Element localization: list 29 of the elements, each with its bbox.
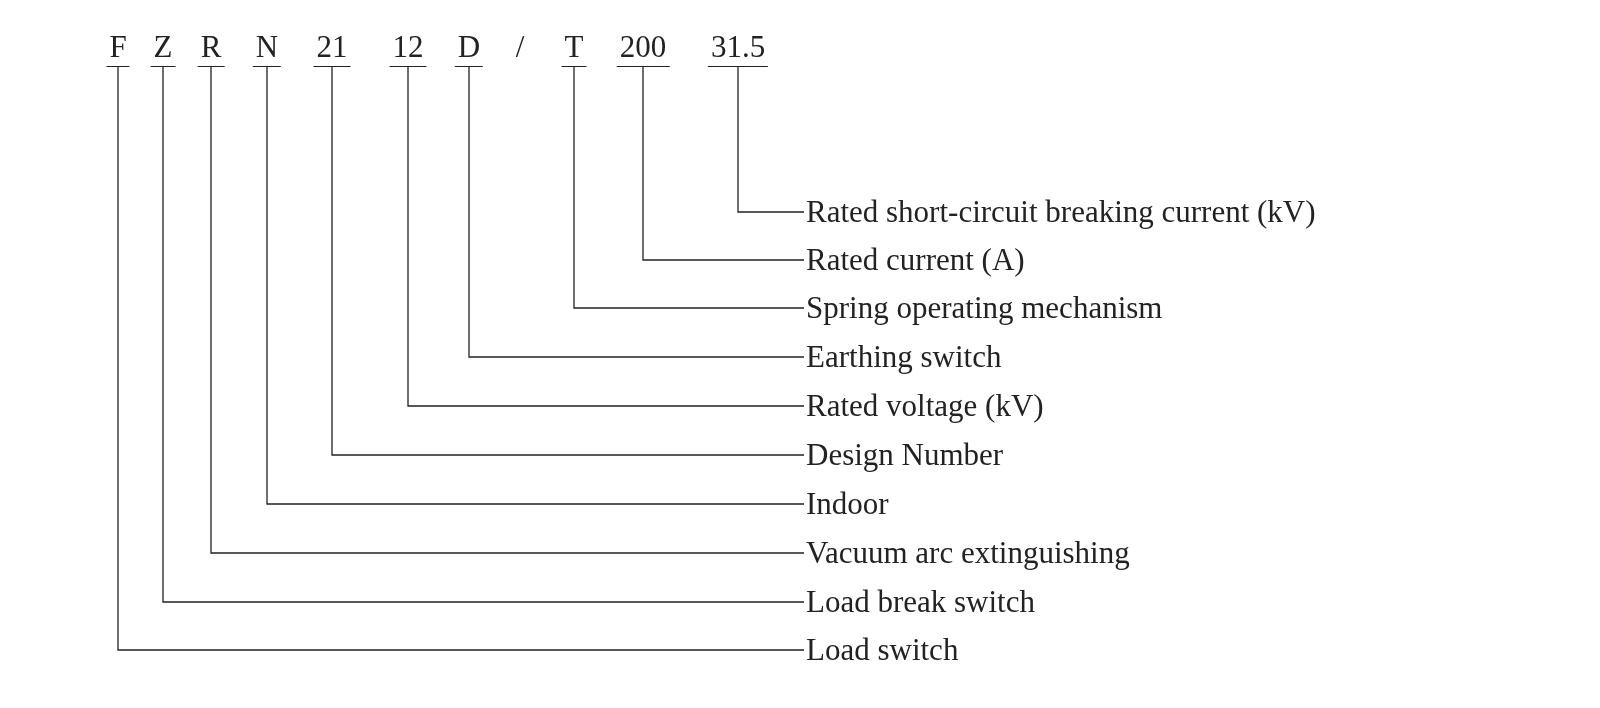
model-code-segment: D (454, 28, 484, 67)
leader-line (573, 66, 805, 309)
leader-line (210, 66, 805, 554)
description-label: Earthing switch (804, 337, 1002, 377)
model-code-segment: T (561, 28, 587, 67)
leader-line (468, 66, 805, 358)
description-label: Indoor (804, 484, 889, 524)
description-label: Design Number (804, 435, 1004, 475)
model-code-segment: 21 (313, 28, 351, 67)
model-code-segment: 200 (616, 28, 670, 67)
description-label: Load switch (804, 630, 959, 670)
leader-line (331, 66, 805, 456)
leader-line (266, 66, 805, 505)
leader-line (737, 66, 805, 213)
model-code-segment: N (252, 28, 282, 67)
description-label: Spring operating mechanism (804, 288, 1163, 328)
description-label: Load break switch (804, 582, 1035, 622)
description-label: Vacuum arc extinguishing (804, 533, 1130, 573)
leader-line (407, 66, 805, 407)
model-code-segment: F (106, 28, 130, 67)
description-label: Rated current (A) (804, 240, 1025, 280)
model-code-segment: R (197, 28, 225, 67)
leader-line (642, 66, 805, 261)
model-code-segment: 31.5 (707, 28, 769, 67)
description-label: Rated voltage (kV) (804, 386, 1044, 426)
model-code-segment: Z (150, 28, 176, 67)
model-code-segment: 12 (389, 28, 427, 67)
separator-slash: / (515, 28, 525, 66)
description-label: Rated short-circuit breaking current (kV) (804, 192, 1316, 232)
